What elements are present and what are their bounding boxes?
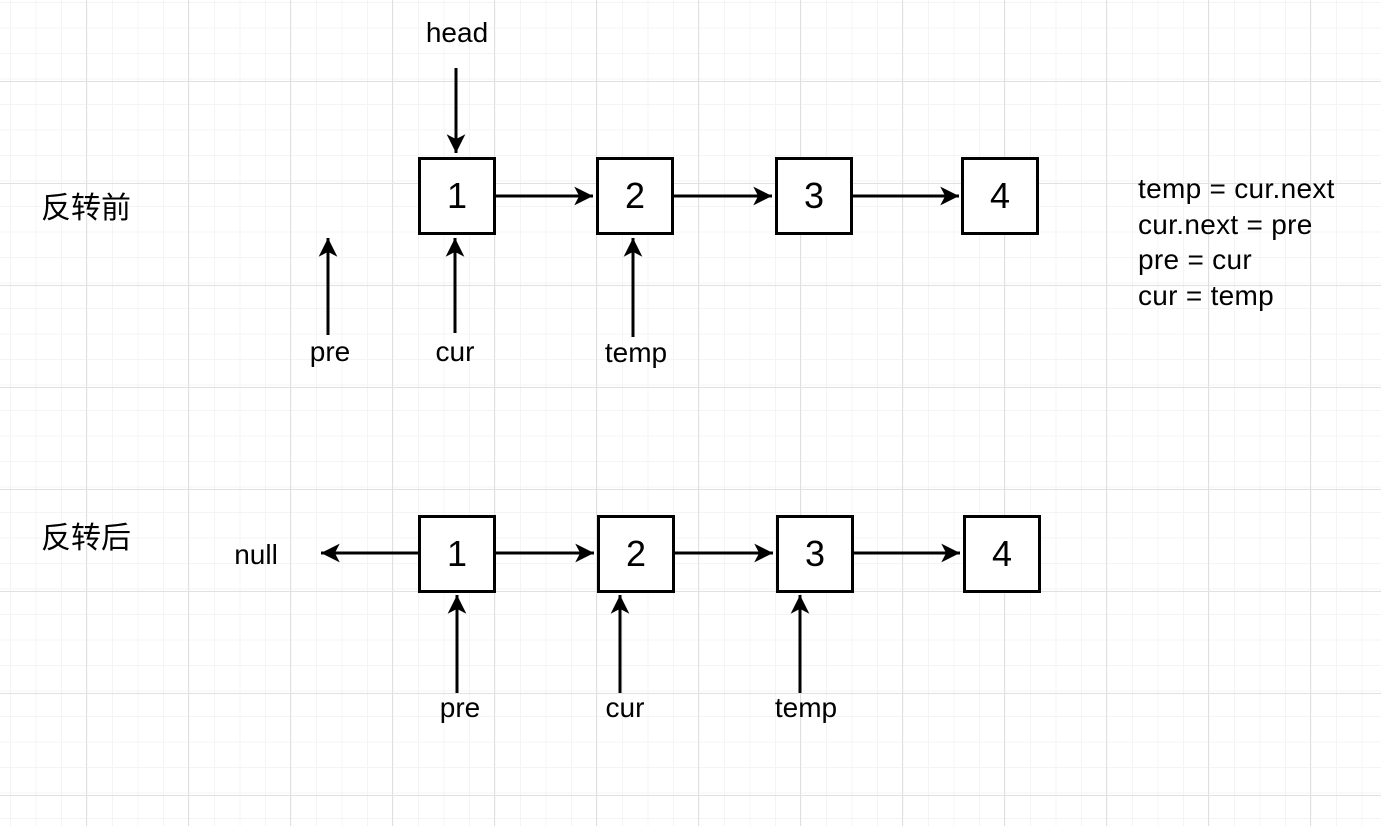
after-node-3: 3: [776, 515, 854, 593]
code-line-3: pre = cur: [1138, 244, 1252, 275]
after-node-4: 4: [963, 515, 1041, 593]
after-node-2: 2: [597, 515, 675, 593]
after-pre-label: pre: [439, 692, 481, 723]
before-pre-label: pre: [309, 336, 351, 367]
before-node-3: 3: [775, 157, 853, 235]
after-cur-label: cur: [605, 692, 645, 723]
before-temp-label: temp: [604, 337, 668, 368]
code-line-1: temp = cur.next: [1138, 173, 1335, 204]
before-section-label: 反转前: [41, 192, 131, 225]
pseudocode-block: temp = cur.next cur.next = pre pre = cur…: [1138, 171, 1335, 313]
before-node-1: 1: [418, 157, 496, 235]
after-section-label: 反转后: [41, 522, 131, 555]
code-line-4: cur = temp: [1138, 279, 1275, 311]
head-pointer-label: head: [425, 17, 489, 48]
before-node-2: 2: [596, 157, 674, 235]
before-cur-label: cur: [435, 336, 475, 367]
null-label: null: [234, 539, 278, 570]
after-node-1: 1: [418, 515, 496, 593]
after-temp-label: temp: [774, 692, 838, 723]
before-node-4: 4: [961, 157, 1039, 235]
code-line-2: cur.next = pre: [1138, 208, 1313, 240]
